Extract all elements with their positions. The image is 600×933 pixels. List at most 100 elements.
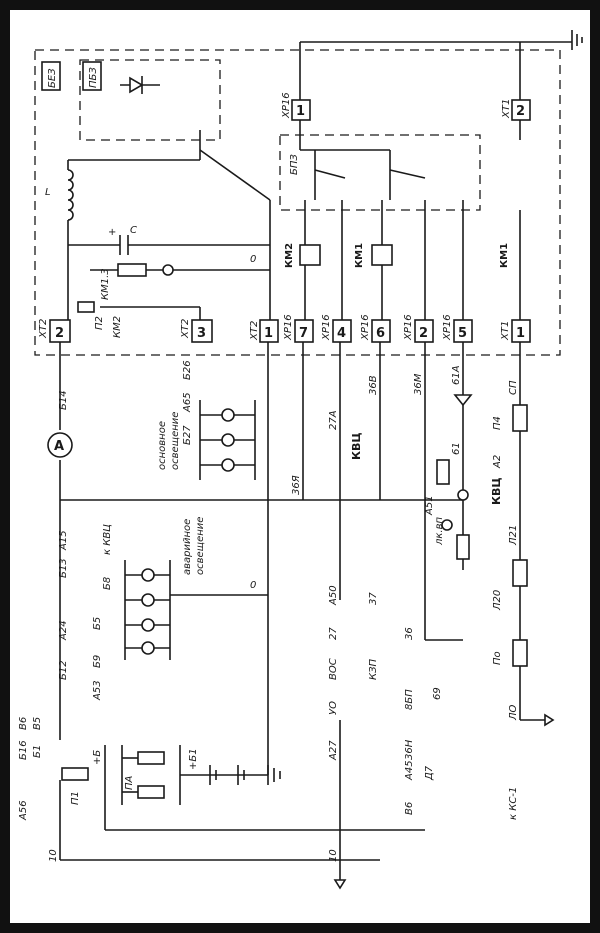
bbz-label: БЕЗ — [47, 68, 58, 88]
label-b14: Б14 — [58, 390, 69, 410]
label-a53: А53 — [92, 680, 103, 701]
label-uo: УО — [328, 701, 339, 715]
terminal-xr16-6-label: 6 — [376, 326, 385, 341]
ammeter-glyph: A — [54, 439, 64, 454]
resistor-61b — [456, 534, 470, 560]
resistor-61 — [436, 459, 450, 485]
xr16-label-5: ХР16 — [442, 314, 453, 341]
label-a15: А15 — [58, 530, 69, 551]
bpz-label: БПЗ — [289, 154, 300, 175]
label-61a: 61А — [451, 365, 462, 385]
km2-relay-label: КМ2 — [284, 243, 295, 268]
label-10-left: 10 — [48, 849, 59, 862]
resistor-p4 — [512, 404, 528, 432]
emerg-lamp-1 — [141, 568, 155, 582]
terminal-xr16-1-label: 1 — [296, 104, 305, 119]
label-sp: СП — [508, 380, 519, 395]
label-b27: Б27 — [182, 425, 193, 445]
label-36v: 36В — [368, 375, 379, 395]
label-plus-b: +Б — [92, 750, 103, 765]
zero-label-top: 0 — [250, 254, 256, 265]
fuse-p1 — [61, 767, 89, 781]
fuse-p2 — [77, 301, 95, 313]
p2-label: П2 — [94, 316, 105, 330]
label-p4: П4 — [492, 416, 503, 430]
diode-61a — [453, 394, 473, 407]
emerg-light-label-1: аварийное — [182, 519, 193, 575]
xr16-label-4: ХР16 — [321, 314, 332, 341]
bpz-enclosure — [279, 134, 481, 211]
xr16-label-7: ХР16 — [283, 314, 294, 341]
xr16-label-6: ХР16 — [360, 314, 371, 341]
pbz-diode — [129, 76, 144, 94]
label-po: По — [492, 651, 503, 665]
label-lo: ЛО — [508, 704, 519, 721]
pbz-enclosure — [79, 59, 221, 141]
pa-label: ПА — [124, 775, 135, 790]
terminal-xr16-2 — [414, 319, 434, 343]
main-lamp-2 — [221, 433, 235, 447]
terminal-xt1-1-label: 1 — [516, 326, 525, 341]
label-27: 27 — [328, 627, 339, 640]
label-a45: А45 — [404, 760, 415, 781]
label-l21: Л21 — [508, 525, 519, 546]
label-kvc-plus: к КВЦ — [102, 524, 113, 555]
resistor-po — [512, 639, 528, 667]
lamp-61 — [457, 489, 469, 501]
main-lamp-3 — [221, 458, 235, 472]
km2-label-left: КМ2 — [112, 316, 123, 338]
zero-label-mid: 0 — [250, 580, 256, 591]
km1-relay-label: КМ1 — [354, 243, 365, 268]
label-36: 36 — [404, 627, 415, 640]
xt1-label-1: ХТ1 — [500, 321, 511, 341]
label-a51: А51 — [424, 495, 435, 516]
lamp-h1 — [162, 264, 174, 276]
label-8bp: 8БП — [404, 689, 415, 710]
label-b6: В6 — [18, 717, 29, 730]
label-a65: А65 — [182, 392, 193, 413]
lamp-a51 — [441, 519, 453, 531]
emerg-lamp-4 — [141, 641, 155, 655]
relay-km1-coil — [371, 244, 393, 266]
resistor-r1 — [117, 263, 147, 277]
label-kzp: КЗП — [368, 658, 379, 680]
label-a56: А56 — [18, 800, 29, 821]
inductor-l — [67, 169, 74, 221]
km13-label: КМ1.3 — [100, 268, 111, 300]
arrow-10 — [333, 879, 347, 890]
bpz-t2-collector — [389, 169, 426, 179]
xt1-label-top: ХТ1 — [501, 99, 512, 119]
label-voc: ВОС — [328, 658, 339, 680]
p1-label: П1 — [70, 791, 81, 805]
label-27a: 27А — [328, 410, 339, 430]
terminal-xt1-1 — [511, 319, 531, 343]
label-b12: Б12 — [58, 660, 69, 680]
capacitor-label: C — [130, 225, 137, 236]
emerg-lamp-2 — [141, 593, 155, 607]
label-plus-b1: +Б1 — [188, 748, 199, 770]
xr16-label-2: ХР16 — [403, 314, 414, 341]
label-a27: А27 — [328, 740, 339, 761]
label-36ya: 36Я — [291, 475, 302, 495]
terminal-xr16-6 — [371, 319, 391, 343]
capacitor-plus: + — [108, 227, 116, 238]
label-ks1: к КС-1 — [508, 787, 519, 820]
xt2-label-b: ХТ2 — [180, 319, 191, 339]
label-b5b: В5 — [32, 717, 43, 730]
bpz-t1-collector — [314, 169, 346, 179]
terminal-xr16-1 — [291, 99, 311, 121]
main-light-label-1: основное — [157, 421, 168, 470]
label-b6b: В6 — [404, 802, 415, 815]
terminal-xt1-2 — [511, 99, 531, 121]
pbz-label: ПБЗ — [88, 67, 99, 88]
emerg-light-label-2: освещение — [195, 517, 206, 575]
xt2-label-a: ХТ2 — [38, 319, 49, 339]
label-b26: Б26 — [182, 360, 193, 380]
main-light-label-2: освещение — [170, 412, 181, 470]
xr16-label-top: ХР16 — [281, 92, 292, 119]
bbz-enclosure — [34, 49, 561, 356]
label-36n: 36Н — [404, 739, 415, 760]
arrow-lo — [544, 713, 555, 727]
label-a24: А24 — [58, 620, 69, 641]
